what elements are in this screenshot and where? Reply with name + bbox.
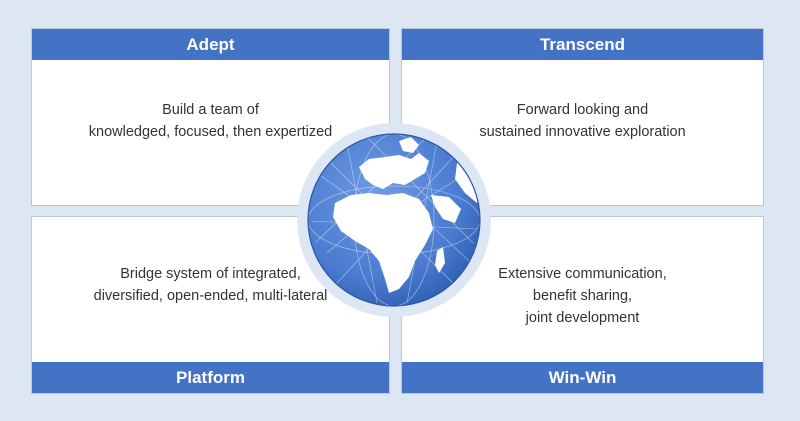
globe-landmass-madagascar: [435, 247, 445, 273]
globe-network-lines: [308, 134, 480, 306]
globe-landmass-europe: [359, 153, 429, 189]
quadrant-text-line: knowledged, focused, then expertized: [88, 124, 333, 140]
quadrant-text-line: Build a team of: [162, 102, 259, 118]
quadrant-title-platform: Platform: [32, 362, 389, 393]
quadrant-text-line: diversified, open-ended, multi-lateral: [93, 288, 328, 304]
quadrant-text-line: benefit sharing,: [532, 288, 633, 304]
quadrant-text-line: Forward looking and: [516, 102, 649, 118]
globe-landmass-africa: [333, 193, 433, 293]
quadrant-text-win-win: Extensive communication, benefit sharing…: [402, 263, 763, 329]
quadrant-title-adept: Adept: [32, 29, 389, 60]
quadrant-title-transcend: Transcend: [402, 29, 763, 60]
globe-landmass-arabia: [431, 195, 461, 223]
globe-outline: [307, 133, 481, 307]
quadrant-adept: Adept Build a team of knowledged, focuse…: [31, 28, 390, 206]
quadrant-text-line: joint development: [525, 310, 640, 326]
quadrant-text-line: Extensive communication,: [498, 266, 667, 282]
quadrant-text-adept: Build a team of knowledged, focused, the…: [32, 99, 389, 143]
globe-icon: [307, 133, 481, 307]
quadrant-text-transcend: Forward looking and sustained innovative…: [402, 99, 763, 143]
quadrant-title-win-win: Win-Win: [402, 362, 763, 393]
quadrant-text-platform: Bridge system of integrated, diversified…: [32, 263, 389, 307]
quadrant-text-line: Bridge system of integrated,: [120, 266, 301, 282]
quadrant-text-line: sustained innovative exploration: [479, 124, 686, 140]
